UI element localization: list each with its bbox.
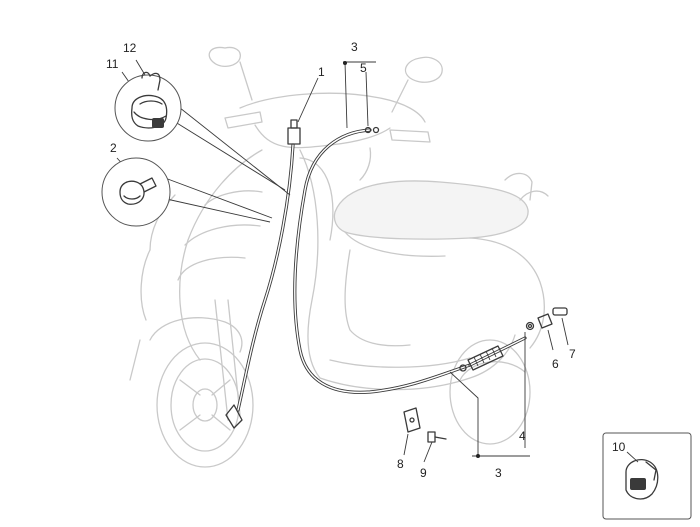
detail-bubble-clip [114, 71, 182, 142]
callout-4: 4 [519, 429, 526, 443]
rear-cable-hardware [525, 307, 568, 331]
front-cable-end [225, 404, 243, 429]
callout-9: 9 [420, 466, 427, 480]
callout-12: 12 [123, 41, 137, 55]
scooter-outline [129, 46, 549, 468]
callout-7: 7 [569, 347, 576, 361]
brake-cable [236, 128, 527, 412]
detail-bubble-clamp [101, 157, 171, 227]
leader-lines [116, 59, 569, 463]
callout-1: 1 [318, 65, 325, 79]
cable-barrel-ends [364, 126, 380, 134]
callout-10: 10 [612, 440, 626, 454]
callout-labels: 1 2 3 5 4 3 6 7 8 9 10 11 12 [106, 40, 626, 480]
callout-6: 6 [552, 357, 559, 371]
callout-11: 11 [106, 57, 119, 71]
callout-3-bottom: 3 [495, 466, 502, 480]
cable-adjuster [459, 345, 504, 372]
screw-part [427, 431, 447, 443]
callout-2: 2 [110, 141, 117, 155]
callout-5: 5 [360, 61, 367, 75]
callout-3-top: 3 [351, 40, 358, 54]
bracket-part [403, 407, 421, 433]
cable-connector [287, 119, 301, 145]
part-10-detail-box [602, 432, 692, 520]
callout-8: 8 [397, 457, 404, 471]
